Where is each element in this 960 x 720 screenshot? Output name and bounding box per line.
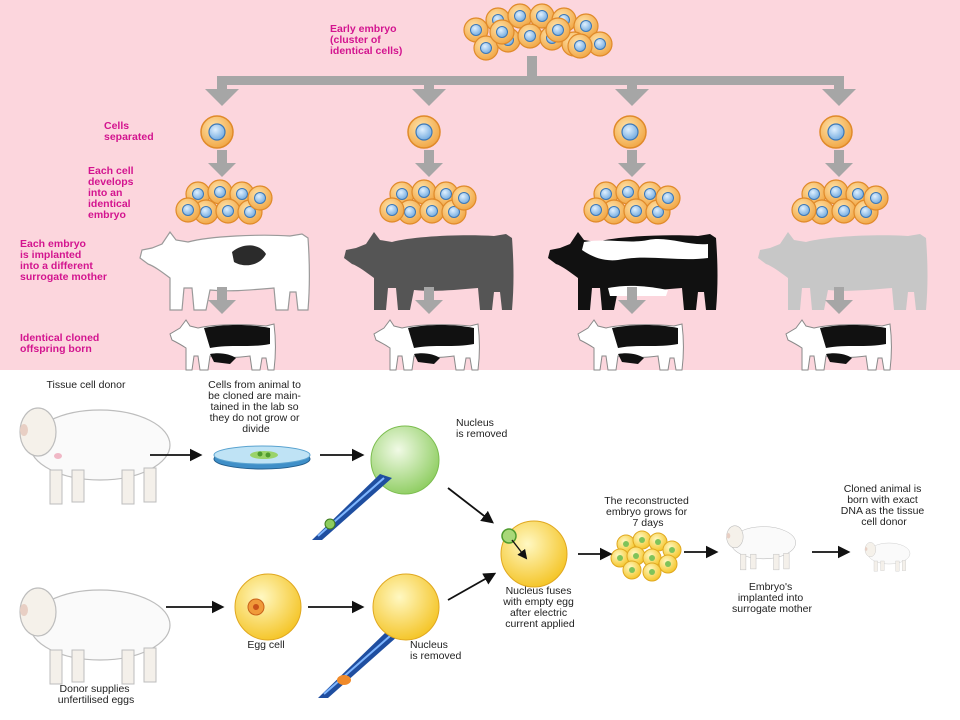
embryo-cluster-icon <box>176 180 272 224</box>
label-tissue-cell-donor: Tissue cell donor <box>47 379 126 391</box>
fused-egg-icon <box>500 520 568 588</box>
reconstructed-embryo-icon <box>610 530 682 582</box>
single-cell-icon <box>200 115 234 149</box>
calf-icon <box>577 319 684 371</box>
calf-icon <box>373 319 480 371</box>
label-embryo-implanted: Embryo's implanted into surrogate mother <box>732 581 812 615</box>
label-cells-maintained: Cells from animal to be cloned are main-… <box>208 379 304 435</box>
sheep-icon <box>19 587 171 685</box>
embryo-cluster-icon <box>380 180 476 224</box>
label-cells-separated: Cells separated <box>104 120 154 143</box>
label-egg-cell: Egg cell <box>247 639 284 651</box>
label-cloned-animal-born: Cloned animal is born with exact DNA as … <box>841 483 927 528</box>
label-offspring-born: Identical cloned offspring born <box>20 332 102 355</box>
lamb-icon <box>864 542 911 572</box>
sheep-icon <box>19 407 171 505</box>
pipette-icon <box>318 632 398 698</box>
single-cell-icon <box>819 115 853 149</box>
single-cell-icon <box>613 115 647 149</box>
label-each-cell-develops: Each cell develops into an identical emb… <box>88 165 136 221</box>
cow-icon <box>139 231 311 311</box>
label-donor-supplies: Donor supplies unfertilised eggs <box>58 683 134 706</box>
process-arrows <box>150 448 851 614</box>
empty-egg-icon <box>372 573 440 641</box>
label-nucleus-removed-top: Nucleus is removed <box>456 417 508 440</box>
embryo-cluster-icon <box>792 180 888 224</box>
calf-icon <box>785 319 892 371</box>
label-early-embryo: Early embryo (cluster of identical cells… <box>330 23 402 57</box>
pipette-icon <box>312 474 392 540</box>
cow-icon <box>548 232 718 310</box>
embryo-cluster-icon <box>584 180 680 224</box>
single-cell-icon <box>407 115 441 149</box>
calf-icon <box>169 319 276 371</box>
label-nucleus-removed-bottom: Nucleus is removed <box>410 639 462 662</box>
label-nucleus-fuses: Nucleus fuses with empty egg after elect… <box>502 585 577 630</box>
label-each-embryo-implanted: Each embryo is implanted into a differen… <box>20 238 107 283</box>
label-embryo-grows: The reconstructed embryo grows for 7 day… <box>604 495 692 529</box>
surrogate-sheep-icon <box>726 525 796 571</box>
egg-cell-icon <box>234 573 302 641</box>
petri-dish-icon <box>213 445 311 470</box>
distribution-arrows <box>205 56 856 106</box>
